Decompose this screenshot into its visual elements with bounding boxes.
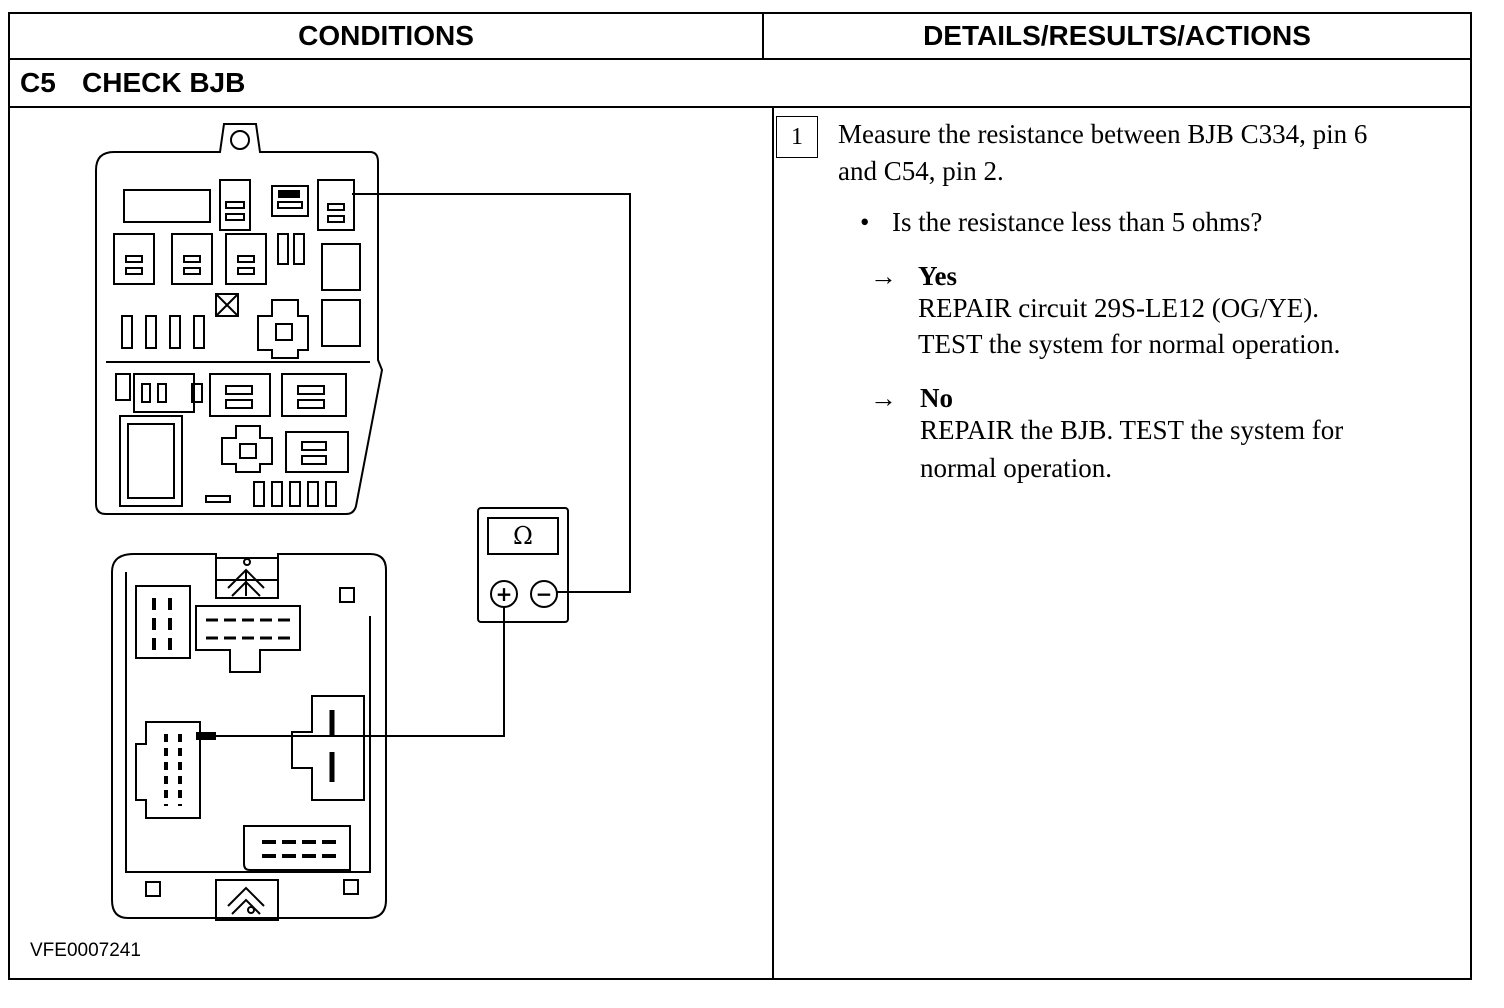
instruction-line-2: and C54, pin 2.: [838, 156, 1004, 186]
column-divider: [772, 108, 774, 980]
positive-test-lead: [204, 607, 505, 737]
negative-test-lead: [352, 193, 631, 593]
probe-tip-c54: [196, 732, 216, 740]
plus-terminal-label: +: [496, 582, 513, 606]
ohm-symbol: Ω: [513, 522, 533, 550]
figure-id: VFE0007241: [30, 940, 141, 961]
yes-label: Yes: [918, 261, 957, 291]
step-number-box: 1: [776, 116, 818, 158]
bjb-upper-housing: [95, 123, 384, 515]
bullet-icon: •: [860, 207, 870, 237]
header-conditions: CONDITIONS: [10, 14, 764, 58]
arrow-icon: →: [870, 261, 897, 291]
arrow-icon: →: [870, 383, 897, 413]
step-id: C5: [20, 67, 56, 98]
no-line-2: normal operation.: [920, 453, 1112, 483]
question-text: Is the resistance less than 5 ohms?: [892, 207, 1263, 237]
probe-tip-c334: [278, 190, 300, 198]
instruction-line-1: Measure the resistance between BJB C334,…: [838, 119, 1368, 149]
procedure-table: CONDITIONS DETAILS/RESULTS/ACTIONS C5 CH…: [8, 12, 1472, 980]
table-header-row: CONDITIONS DETAILS/RESULTS/ACTIONS: [10, 14, 1470, 60]
yes-line-2: TEST the system for normal operation.: [918, 329, 1341, 359]
yes-line-1: REPAIR circuit 29S-LE12 (OG/YE).: [918, 293, 1319, 323]
bjb-wiring-diagram: Ω + −: [95, 123, 631, 921]
bjb-lower-housing: [111, 553, 387, 921]
step-title-row: C5 CHECK BJB: [10, 60, 1470, 108]
minus-terminal-label: −: [536, 582, 553, 606]
no-label: No: [920, 383, 953, 413]
step-title: CHECK BJB: [82, 67, 246, 98]
header-details: DETAILS/RESULTS/ACTIONS: [923, 20, 1311, 51]
no-line-1: REPAIR the BJB. TEST the system for: [920, 415, 1344, 445]
